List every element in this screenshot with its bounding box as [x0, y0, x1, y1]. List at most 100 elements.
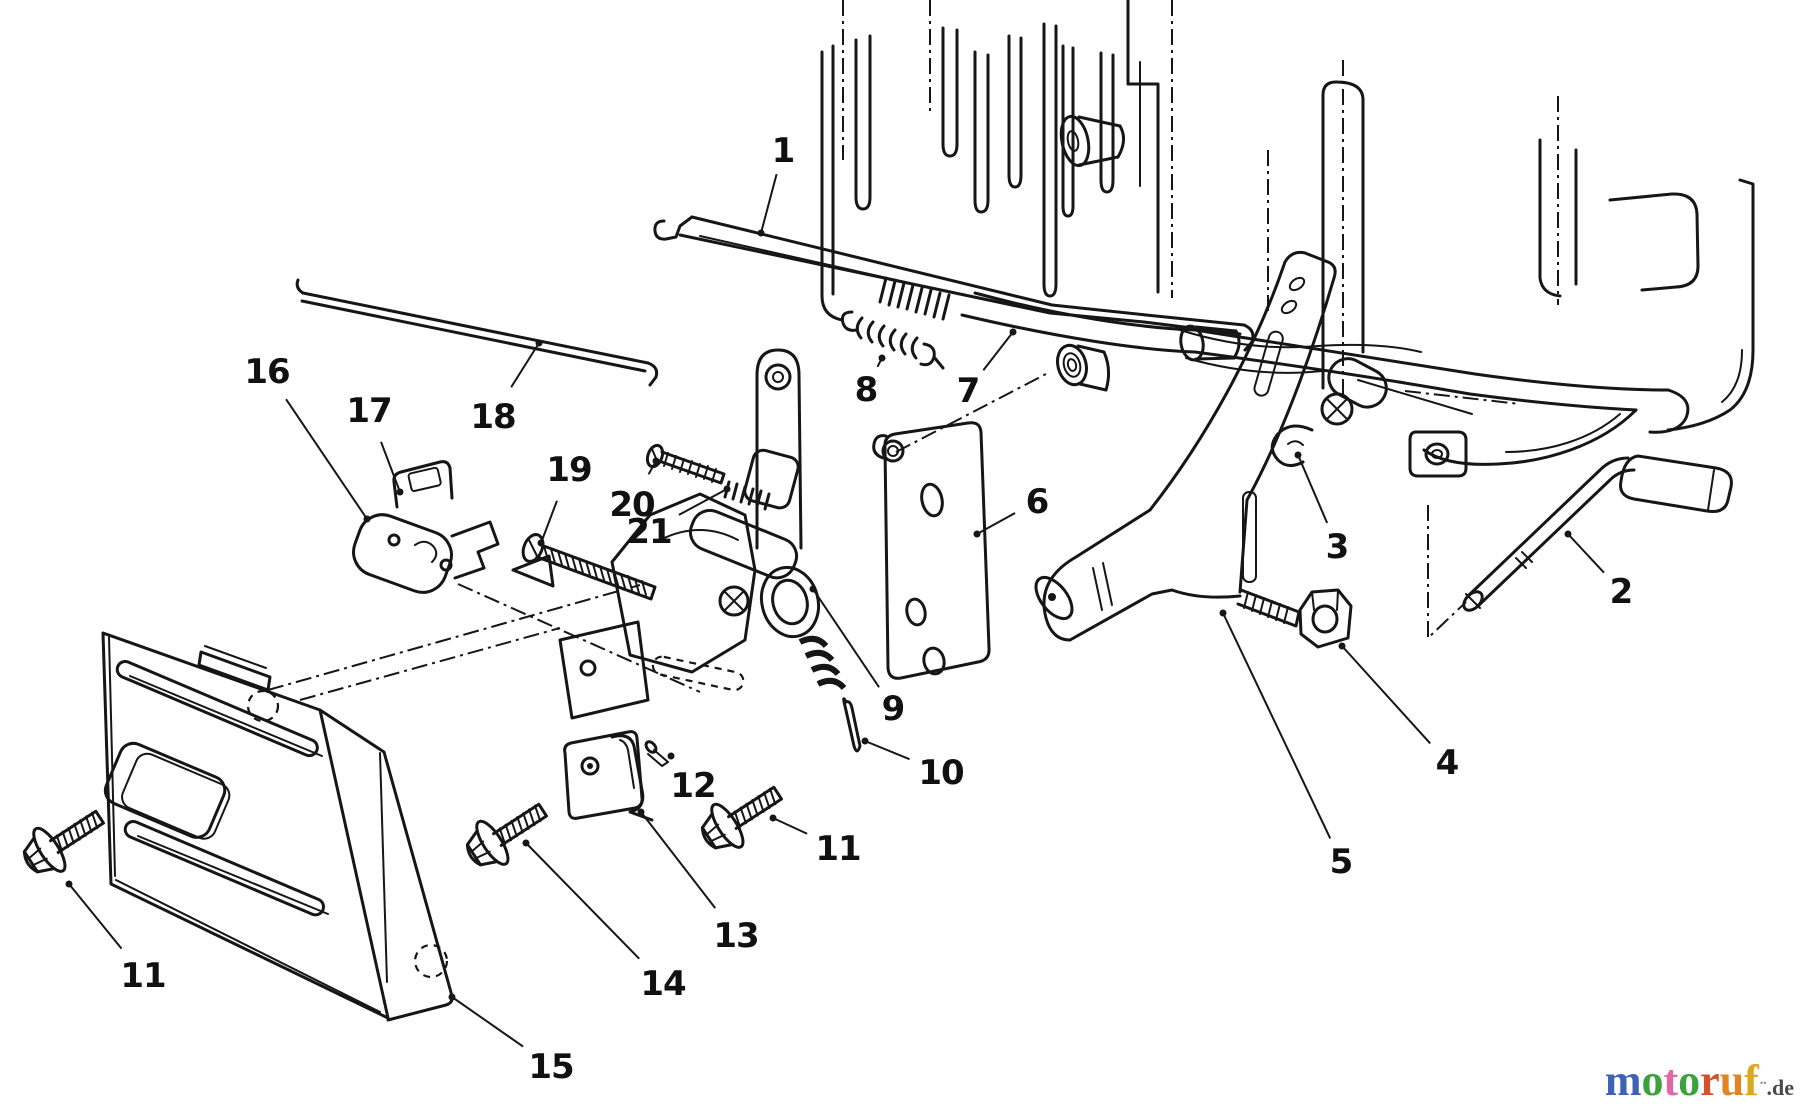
leader-dot-part-19-19 [537, 539, 545, 547]
leader-dot-part-12-11 [667, 752, 675, 760]
stud-boss [1059, 114, 1125, 168]
leader-dot-part-4-3 [1338, 642, 1346, 650]
leader-line-part-4-3 [1341, 645, 1431, 745]
part-label-11-15: 11 [120, 956, 165, 996]
part-label-8-7: 8 [855, 370, 878, 410]
part-label-19-19: 19 [546, 450, 591, 490]
leader-line-part-21-21 [678, 488, 728, 516]
engine-block [820, 0, 1755, 478]
plate-13 [563, 730, 654, 822]
cooling-fins [820, 0, 1269, 322]
leader-line-part-16-16 [285, 398, 368, 520]
leader-line-part-14-13 [525, 842, 640, 960]
part-label-17-17: 17 [346, 391, 391, 431]
leader-line-part-9-8 [812, 588, 880, 688]
cotter-pin-10 [842, 697, 862, 753]
lever-2 [1462, 454, 1733, 612]
crankcase [960, 60, 1755, 478]
leader-dot-part-10-9 [861, 737, 869, 745]
lower-bracket [558, 620, 745, 720]
leader-dot-part-9-8 [809, 585, 817, 593]
clip-3 [1270, 424, 1314, 467]
nut-4 [1298, 588, 1353, 649]
leader-line-part-3-2 [1297, 454, 1329, 524]
governor-arm-5 [1034, 250, 1337, 642]
leader-dot-part-18-18 [535, 339, 543, 347]
control-bracket-16 [352, 513, 555, 594]
leader-dot-part-16-16 [363, 515, 371, 523]
governor-spring-8 [840, 310, 945, 370]
leader-line-part-13-12 [640, 811, 717, 909]
leader-dot-part-11-15 [65, 880, 73, 888]
motoruf-logo[interactable]: motoruf¨.de [1605, 1059, 1794, 1103]
logo-letter-2: t [1663, 1056, 1679, 1105]
governor-bracket-6 [872, 421, 991, 680]
part-label-4-3: 4 [1436, 743, 1459, 783]
leader-dot-part-6-5 [973, 530, 981, 538]
leader-line-part-19-19 [540, 500, 558, 544]
governor-rod-1 [653, 215, 1255, 352]
bolt-11-left [12, 794, 115, 887]
screw-20 [645, 443, 726, 485]
leader-dot-part-15-14 [448, 993, 456, 1001]
part-label-13-12: 13 [713, 916, 758, 956]
leader-line-part-10-9 [864, 740, 910, 761]
part-label-16-16: 16 [244, 352, 289, 392]
leader-dot-part-1-0 [757, 229, 765, 237]
logo-letter-1: o [1641, 1056, 1664, 1105]
center-lines [267, 373, 1467, 701]
logo-letter-5: u [1719, 1056, 1745, 1105]
part-label-6-5: 6 [1026, 482, 1049, 522]
part-label-5-4: 5 [1330, 842, 1353, 882]
throttle-rod-18 [295, 278, 659, 387]
logo-trademark-dots: ¨ [1759, 1078, 1767, 1100]
leader-dot-part-3-2 [1294, 451, 1302, 459]
part-label-1-0: 1 [772, 131, 795, 171]
part-label-2-1: 2 [1610, 572, 1633, 612]
logo-wordmark: motoruf¨.de [1605, 1059, 1794, 1103]
bolt-14 [455, 787, 558, 880]
leader-line-part-17-17 [380, 441, 401, 493]
leader-line-part-5-4 [1222, 612, 1332, 839]
logo-letter-6: f [1744, 1056, 1759, 1105]
leader-dot-part-5-4 [1219, 609, 1227, 617]
leader-line-part-11-15 [68, 883, 123, 950]
leader-dot-part-13-12 [637, 808, 645, 816]
part-label-15-14: 15 [528, 1047, 573, 1087]
leader-line-part-7-6 [982, 331, 1014, 371]
spring-washer-stack [798, 635, 847, 691]
part-label-10-9: 10 [918, 753, 964, 793]
leader-dot-part-14-13 [522, 839, 530, 847]
leader-line-part-11-10 [772, 817, 808, 835]
leader-dot-part-11-10 [769, 814, 777, 822]
leader-line-part-1-0 [760, 173, 778, 234]
logo-letter-3: o [1678, 1056, 1701, 1105]
governor-housing [610, 348, 803, 674]
leader-dot-part-20-20 [652, 457, 660, 465]
logo-letter-4: r [1700, 1056, 1720, 1105]
part-label-12-11: 12 [670, 766, 715, 806]
part-label-21-21: 21 [626, 512, 671, 552]
leader-dot-part-8-7 [878, 354, 886, 362]
part-label-3-2: 3 [1326, 527, 1349, 567]
part-label-11-10: 11 [815, 829, 860, 869]
part-label-18-18: 18 [470, 397, 515, 437]
pin-12 [644, 740, 669, 767]
leader-line-part-15-14 [451, 996, 524, 1048]
clip-17 [392, 460, 454, 509]
leader-dot-part-17-17 [396, 488, 404, 496]
leader-dot-part-7-6 [1009, 328, 1017, 336]
leader-line-part-2-1 [1567, 533, 1605, 574]
leader-dot-part-21-21 [723, 485, 731, 493]
part-label-7-6: 7 [957, 371, 980, 411]
logo-letter-0: m [1604, 1056, 1642, 1105]
leader-line-part-6-5 [976, 512, 1016, 535]
leader-line-part-18-18 [510, 342, 540, 388]
part-label-20-20: 20 [609, 485, 655, 525]
part-label-14-13: 14 [640, 964, 686, 1004]
logo-domain-suffix: .de [1766, 1075, 1795, 1100]
throttle-link-spring-7 [878, 276, 951, 321]
